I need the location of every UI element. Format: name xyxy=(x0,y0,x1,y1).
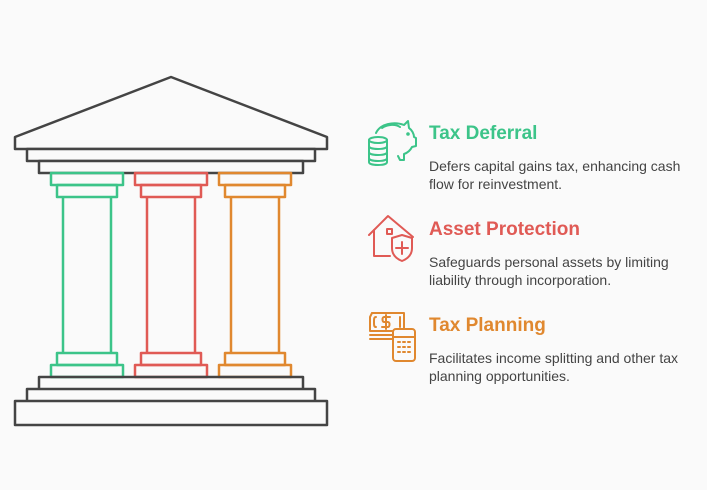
tax-planning-title: Tax Planning xyxy=(429,315,546,336)
temple-roof xyxy=(13,75,329,175)
temple-base xyxy=(13,375,329,427)
asset-protection-description: Safeguards personal assets by limiting l… xyxy=(429,254,669,288)
asset-protection-title: Asset Protection xyxy=(429,219,580,240)
tax-deferral-item: Tax Deferral Defers capital gains tax, e… xyxy=(362,115,702,195)
tax-planning-description: Facilitates income splitting and other t… xyxy=(429,350,679,384)
asset-protection-pillar xyxy=(133,171,209,379)
tax-planning-pillar xyxy=(217,171,293,379)
piggy-bank-coins-icon xyxy=(368,120,417,166)
tax-planning-item: Tax Planning Facilitates income splittin… xyxy=(362,307,702,387)
tax-deferral-description: Defers capital gains tax, enhancing cash… xyxy=(429,158,681,192)
asset-protection-item: Asset Protection Safeguards personal ass… xyxy=(362,211,702,291)
temple-diagram xyxy=(13,75,329,427)
tax-deferral-pillar xyxy=(49,171,125,379)
tax-deferral-title: Tax Deferral xyxy=(429,123,538,144)
house-shield-icon xyxy=(368,215,414,262)
money-calculator-icon xyxy=(369,312,416,362)
